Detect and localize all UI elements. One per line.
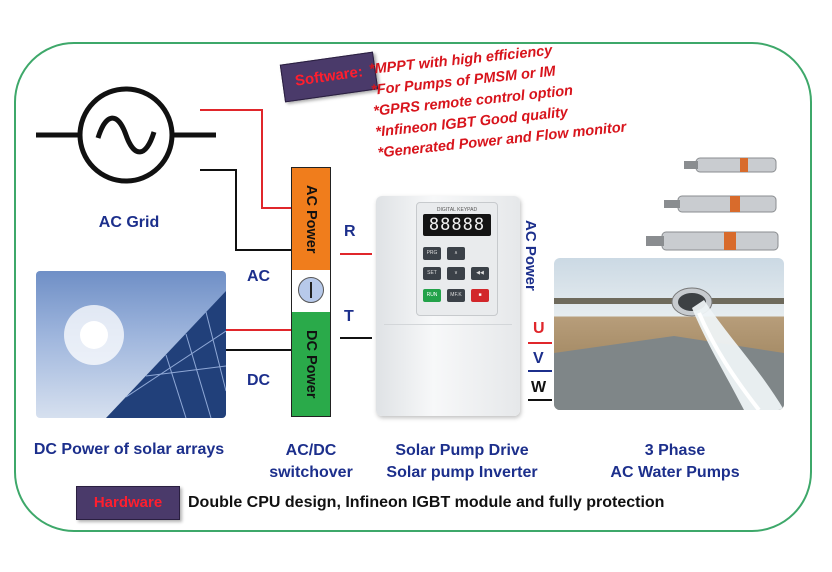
drive-keypad: DIGITAL KEYPAD 88888 PRG SET ∧ ∨ ◀◀ RUN … xyxy=(416,202,498,316)
ac-line-label: AC xyxy=(247,268,270,286)
solar-pump-drive: DIGITAL KEYPAD 88888 PRG SET ∧ ∨ ◀◀ RUN … xyxy=(376,196,520,416)
solar-label: DC Power of solar arrays xyxy=(14,441,244,459)
drive-caption-line2: Solar pump Inverter xyxy=(362,462,562,484)
switch-caption-line1: AC/DC xyxy=(256,440,366,462)
dc-line-label: DC xyxy=(247,372,270,390)
ac-dc-switch: AC Power DC Power xyxy=(291,167,331,417)
ac-power-text: AC Power xyxy=(292,168,330,270)
dc-power-block: DC Power xyxy=(292,312,330,416)
submersible-pumps-icon xyxy=(640,148,790,258)
switch-caption-line2: switchover xyxy=(256,462,366,484)
r-label: R xyxy=(344,223,356,241)
ac-source-icon xyxy=(36,80,216,190)
t-label: T xyxy=(344,308,354,326)
pump-2 xyxy=(664,196,776,212)
up-arrow-icon: ∧ xyxy=(447,247,465,260)
drive-brand: DIGITAL KEYPAD xyxy=(417,207,497,213)
w-label: W xyxy=(531,379,546,397)
switch-knob-icon xyxy=(298,277,324,303)
stop-icon: ■ xyxy=(471,289,489,302)
drive-button-set: SET xyxy=(423,267,441,280)
drive-lower-cover xyxy=(384,324,512,409)
pumps-caption-line1: 3 Phase xyxy=(580,440,770,462)
down-arrow-icon: ∨ xyxy=(447,267,465,280)
hardware-badge: Hardware xyxy=(76,486,180,520)
pumps-caption: 3 Phase AC Water Pumps xyxy=(580,440,770,484)
water-pump-photo xyxy=(554,258,784,410)
drive-button-run: RUN xyxy=(423,289,441,302)
hardware-badge-text: Hardware xyxy=(77,487,179,519)
water-outflow-icon xyxy=(554,258,784,410)
pump-1 xyxy=(684,158,776,172)
u-label: U xyxy=(533,320,545,338)
output-ac-power-label: AC Power xyxy=(522,220,539,291)
drive-button-prg: PRG xyxy=(423,247,441,260)
drive-caption-line1: Solar Pump Drive xyxy=(362,440,562,462)
solar-array-image xyxy=(36,271,226,418)
drive-display: 88888 xyxy=(423,214,491,236)
v-label: V xyxy=(533,350,544,368)
drive-button-mfk: MF.K xyxy=(447,289,465,302)
pump-3 xyxy=(646,232,778,250)
shift-icon: ◀◀ xyxy=(471,267,489,280)
solar-panel-icon xyxy=(36,271,226,418)
hardware-text: Double CPU design, Infineon IGBT module … xyxy=(188,494,664,512)
switch-knob-area xyxy=(292,270,330,312)
pumps-caption-line2: AC Water Pumps xyxy=(580,462,770,484)
drive-caption: Solar Pump Drive Solar pump Inverter xyxy=(362,440,562,484)
dc-power-text: DC Power xyxy=(292,312,330,416)
ac-grid-label: AC Grid xyxy=(64,214,194,232)
switch-caption: AC/DC switchover xyxy=(256,440,366,484)
ac-power-block: AC Power xyxy=(292,168,330,270)
